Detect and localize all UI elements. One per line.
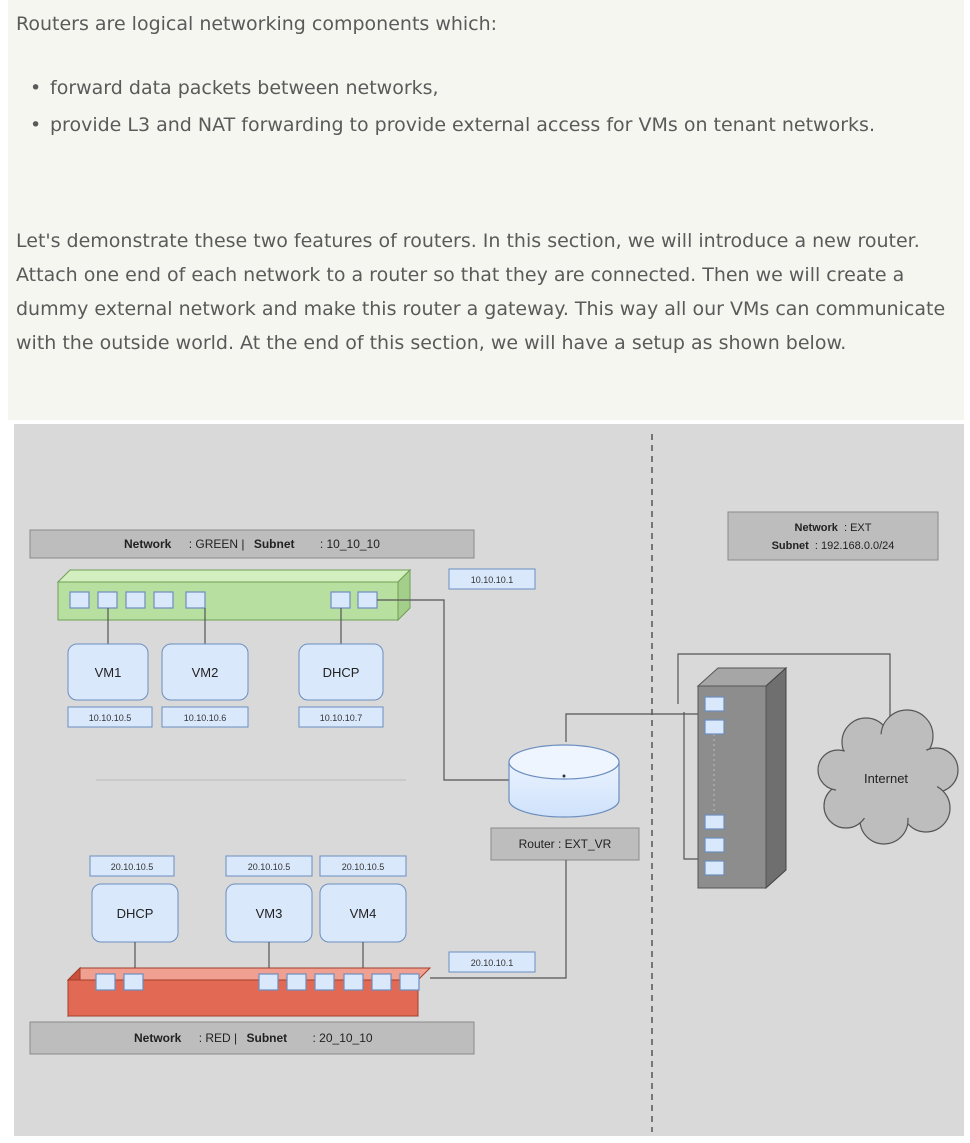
vm1-label: VM1 bbox=[95, 665, 122, 680]
red-subnet-key: Subnet bbox=[247, 1031, 288, 1045]
green-dhcp-ip: 10.10.10.7 bbox=[320, 713, 363, 723]
vm4-ip: 20.10.10.5 bbox=[342, 862, 385, 872]
vm3-ip: 20.10.10.5 bbox=[248, 862, 291, 872]
bullet-item: forward data packets between networks, bbox=[28, 72, 928, 104]
ext-subnet-value: : 192.168.0.0/24 bbox=[815, 540, 895, 552]
ext-subnet-key: Subnet bbox=[772, 540, 810, 552]
ext-network-key: Network bbox=[795, 522, 839, 534]
internet-label: Internet bbox=[864, 771, 908, 786]
green-subnet-value: : 10_10_10 bbox=[320, 537, 380, 551]
document-text: Routers are logical networking component… bbox=[8, 0, 964, 420]
green-gateway-ip-box bbox=[448, 568, 536, 590]
green-links bbox=[107, 599, 509, 781]
red-gateway-ip: 20.10.10.1 bbox=[471, 958, 514, 968]
vm1-ip: 10.10.10.5 bbox=[89, 713, 132, 723]
green-node-vm1: VM1 10.10.10.5 bbox=[67, 643, 153, 728]
bullet-item: provide L3 and NAT forwarding to provide… bbox=[28, 109, 928, 141]
body-paragraph: Let's demonstrate these two features of … bbox=[16, 230, 946, 354]
green-subnet-key: Subnet bbox=[254, 537, 295, 551]
red-node-vm4: 20.10.10.5 VM4 bbox=[319, 855, 407, 943]
internet-link bbox=[677, 653, 891, 729]
green-node-vm2: VM2 10.10.10.6 bbox=[161, 643, 249, 728]
green-gateway-ip: 10.10.10.1 bbox=[471, 575, 514, 585]
ext-network-value: : EXT bbox=[844, 522, 872, 534]
red-switch-body bbox=[67, 979, 419, 1017]
svg-text:Network : EXT: Network : EXT bbox=[795, 522, 872, 534]
green-network-label: Network : GREEN | Subnet : 10_10_10 bbox=[29, 529, 475, 559]
svg-text:Network : GREEN |: Network : GREEN | Subnet : 10_10_10 bbox=[124, 537, 380, 551]
red-switch-ports bbox=[95, 973, 420, 991]
red-subnet-value: : 20_10_10 bbox=[313, 1031, 373, 1045]
green-dhcp-label: DHCP bbox=[323, 665, 360, 680]
red-network-label: Network : RED | Subnet : 20_10_10 bbox=[29, 1021, 475, 1055]
network-diagram-svg: Network : GREEN | Subnet : 10_10_10 10.1… bbox=[14, 424, 964, 1136]
red-node-dhcp: 20.10.10.5 DHCP bbox=[89, 855, 179, 943]
intro-text: Routers are logical networking component… bbox=[16, 13, 498, 35]
router-label-box bbox=[490, 827, 640, 861]
network-diagram: Network : GREEN | Subnet : 10_10_10 10.1… bbox=[14, 424, 964, 1136]
internet-cloud: Internet bbox=[817, 709, 959, 845]
red-node-vm3: 20.10.10.5 VM3 bbox=[225, 855, 313, 943]
green-switch bbox=[56, 568, 412, 622]
vm2-label: VM2 bbox=[192, 665, 219, 680]
external-switch-body bbox=[697, 685, 767, 889]
vm3-label: VM3 bbox=[256, 906, 283, 921]
svg-text:Subnet : 192.168.0.0/24: Subnet : 192.168.0.0/24 bbox=[772, 540, 895, 552]
vm4-label: VM4 bbox=[350, 906, 377, 921]
router-label: Router : EXT_VR bbox=[519, 837, 612, 851]
green-network-key: Network bbox=[124, 537, 172, 551]
red-network-value: : RED | bbox=[199, 1031, 237, 1045]
external-network-label: Network : EXT Subnet : 192.168.0.0/24 bbox=[727, 511, 939, 561]
external-switch-ports bbox=[704, 696, 725, 876]
router bbox=[508, 744, 620, 818]
green-network-value: : GREEN | bbox=[189, 537, 245, 551]
bullet-list: forward data packets between networks, p… bbox=[28, 72, 928, 146]
green-node-dhcp: DHCP 10.10.10.7 bbox=[298, 643, 384, 728]
red-network-key: Network bbox=[134, 1031, 182, 1045]
red-gateway-ip-box bbox=[448, 951, 536, 973]
svg-text:Network : RED | Su: Network : RED | Subnet : 20_10_10 bbox=[134, 1031, 373, 1045]
router-links bbox=[430, 712, 704, 979]
red-switch bbox=[66, 966, 432, 1018]
external-switch bbox=[696, 666, 788, 890]
red-dhcp-label: DHCP bbox=[117, 906, 154, 921]
vm2-ip: 10.10.10.6 bbox=[184, 713, 227, 723]
red-dhcp-ip: 20.10.10.5 bbox=[111, 862, 154, 872]
